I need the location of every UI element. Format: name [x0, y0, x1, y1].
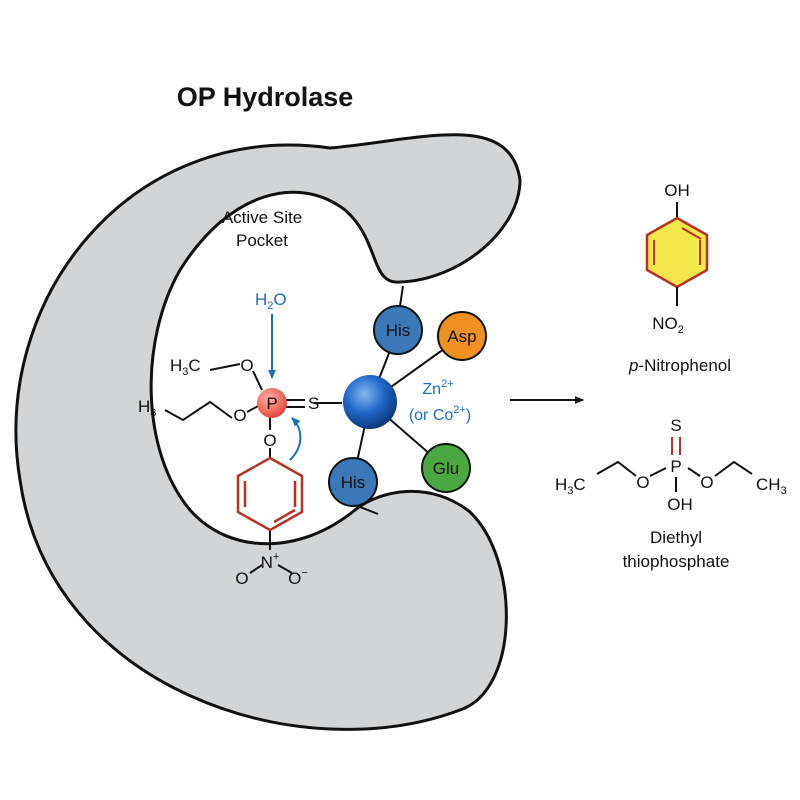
ethyl-label: H3 — [138, 397, 156, 419]
methoxy-label: H3C — [170, 356, 201, 378]
metal-label-line2: (or Co2+) — [409, 404, 471, 424]
residue-glu: Glu — [421, 443, 471, 493]
thiophosphate-name-line1: Diethyl — [650, 528, 702, 547]
thiophosphate-h3c-label: H3C — [555, 475, 586, 497]
nitrophenol-name: p-Nitrophenol — [628, 356, 731, 375]
product-diethyl-thiophosphate: S P OH O O H3C CH3 Diethyl thiophosphate — [555, 416, 787, 571]
residue-his-top-label: His — [386, 321, 411, 340]
thiophosphate-name-line2: thiophosphate — [623, 552, 730, 571]
o-left-label: O — [233, 406, 246, 425]
o-top-label: O — [240, 356, 253, 375]
residue-his-bottom-label: His — [341, 473, 366, 492]
nitrophenol-no2-label: NO2 — [652, 314, 684, 336]
pocket-label-line2: Pocket — [236, 231, 288, 250]
o-bottom-label: O — [263, 431, 276, 450]
residue-glu-label: Glu — [433, 459, 459, 478]
metal-ion — [343, 375, 397, 429]
phosphorus-atom — [257, 388, 287, 418]
substrate-nitrophenyl-ring — [236, 456, 304, 532]
residue-his-bottom: His — [328, 457, 378, 507]
nitrophenol-ring — [645, 216, 709, 289]
thiophosphate-o-right-label: O — [700, 473, 713, 492]
activation-arrow — [289, 417, 302, 461]
residue-asp-label: Asp — [447, 327, 476, 346]
nitrophenol-oh-label: OH — [664, 181, 690, 200]
nitro-o1-label: O — [235, 569, 248, 588]
residue-asp: Asp — [437, 311, 487, 361]
product-nitrophenol: OH NO2 p-Nitrophenol — [628, 181, 731, 375]
nitro-n-label: N+ — [261, 551, 280, 572]
thiophosphate-ch3-label: CH3 — [756, 475, 787, 497]
residue-his-top: His — [373, 305, 423, 355]
enzyme-shape — [14, 133, 522, 731]
water-label: H2O — [255, 290, 287, 312]
sulfur-label: S — [308, 394, 319, 413]
metal-label-line1: Zn2+ — [422, 378, 453, 398]
thiophosphate-p-label: P — [670, 457, 681, 476]
thiophosphate-oh-label: OH — [667, 495, 693, 514]
diagram-title: OP Hydrolase — [177, 82, 354, 112]
substrate-bonds — [164, 363, 342, 574]
pocket-label-line1: Active Site — [222, 208, 302, 227]
thiophosphate-s-label: S — [670, 416, 681, 435]
phosphorus-label: P — [266, 394, 277, 413]
thiophosphate-o-left-label: O — [636, 473, 649, 492]
nitro-o2-label: O− — [288, 567, 308, 588]
